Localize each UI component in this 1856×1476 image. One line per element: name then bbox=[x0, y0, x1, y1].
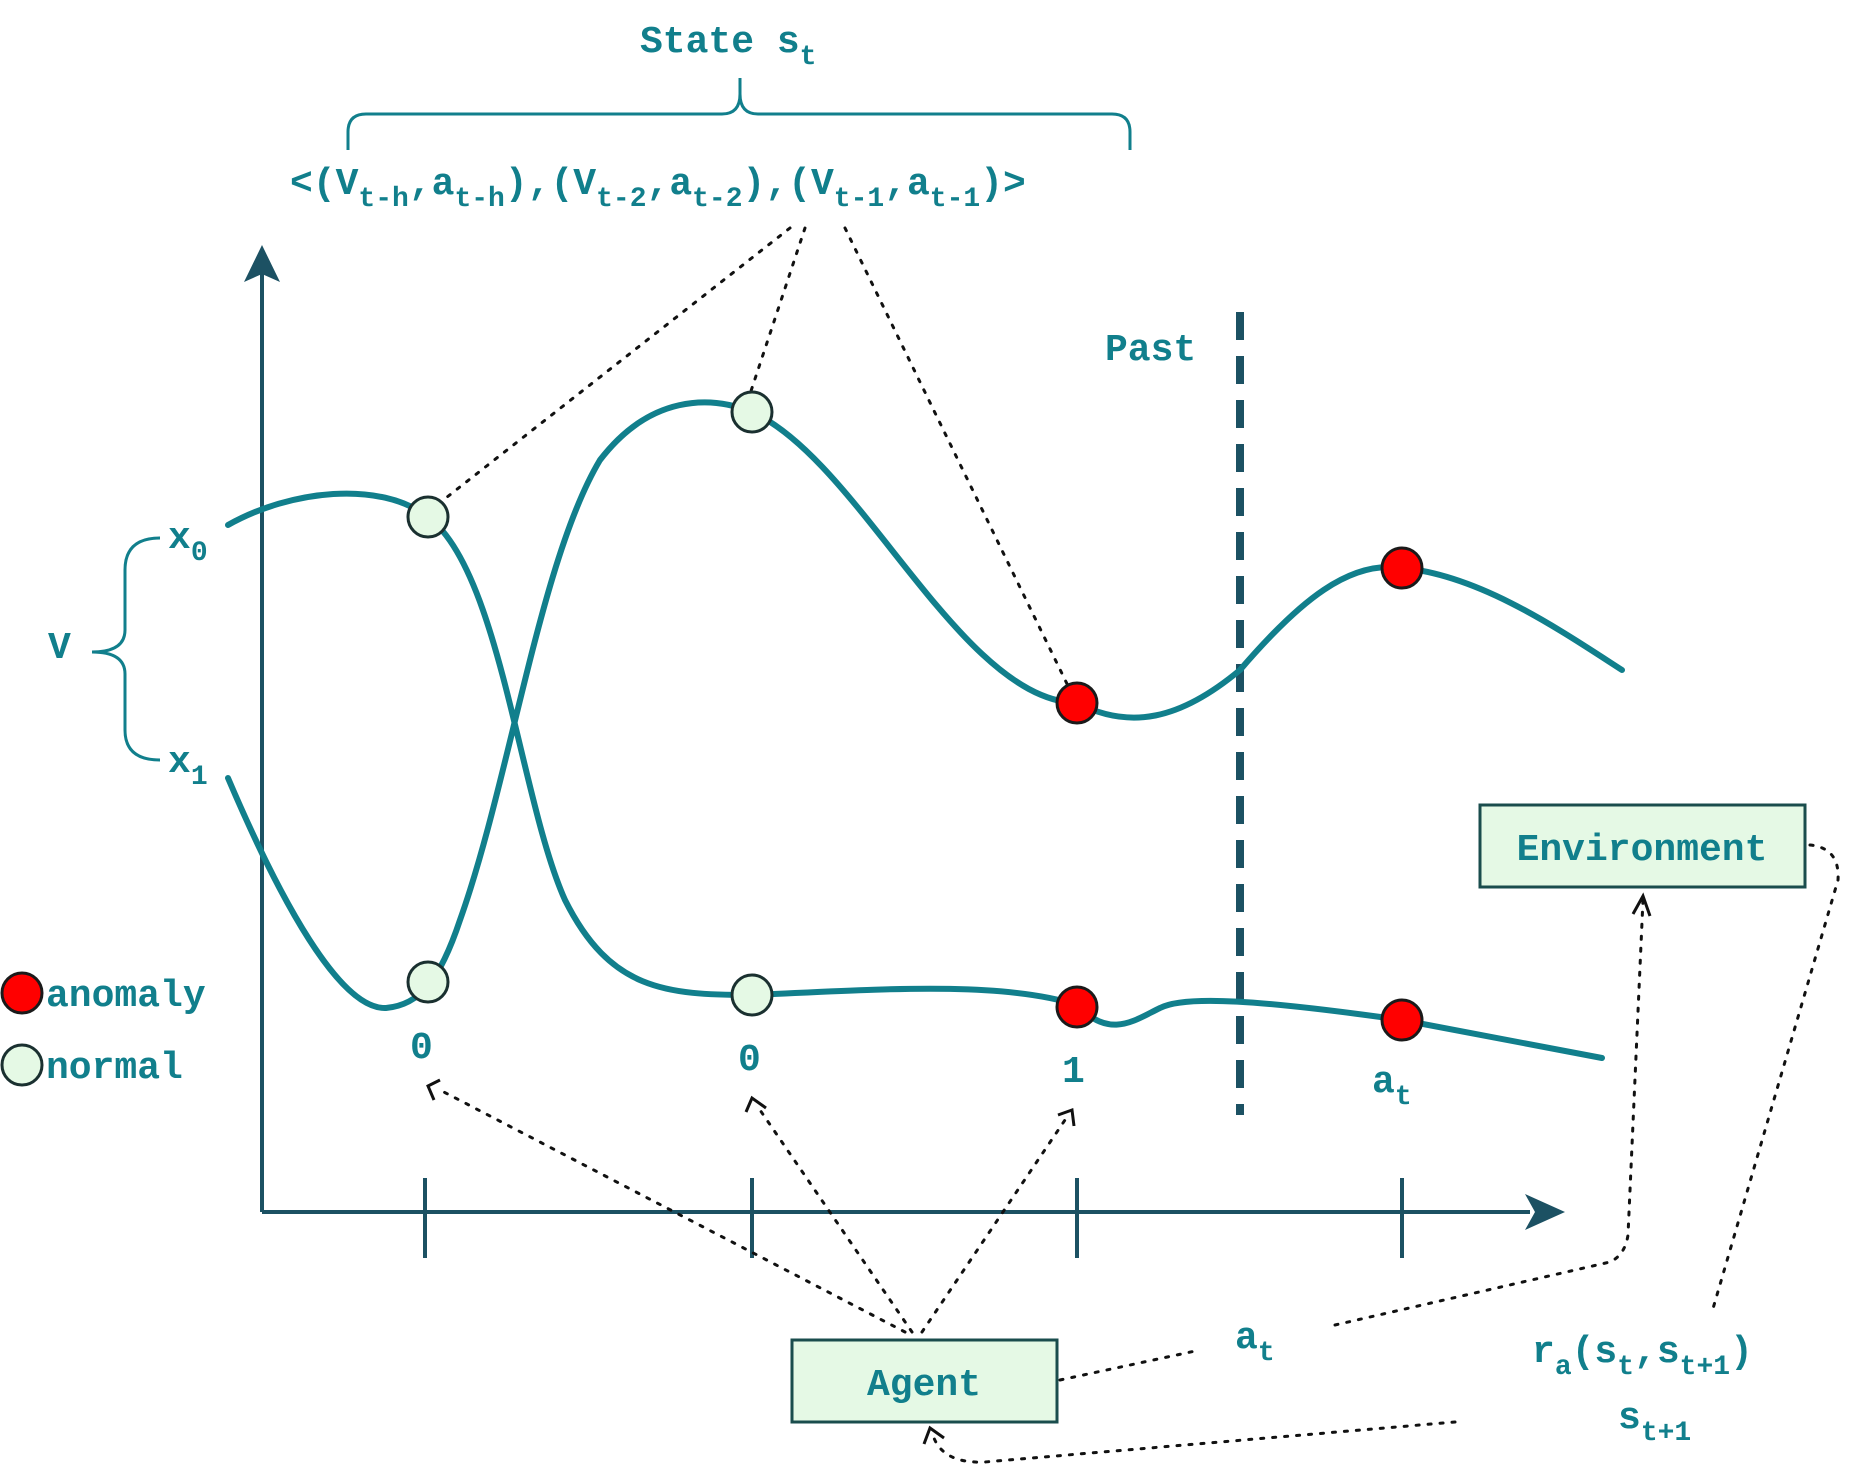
x1-label: x1 bbox=[168, 741, 208, 793]
seq-a-t2: ,a bbox=[647, 163, 693, 206]
y-axis-arrow bbox=[244, 245, 280, 282]
x0-point-anomaly-2 bbox=[1380, 998, 1424, 1042]
seq-v-t2: ),(V bbox=[505, 163, 596, 206]
seq-a-t1-sub: t-1 bbox=[930, 184, 980, 215]
action-to-env-head bbox=[1631, 892, 1652, 917]
state-title-sub: t bbox=[800, 42, 817, 73]
action-label-1: 0 bbox=[410, 1027, 433, 1070]
x1-label-text: x bbox=[168, 741, 191, 784]
variable-group-label: V bbox=[48, 627, 71, 670]
flow-action-label: at bbox=[1235, 1317, 1275, 1369]
seq-a-t2-sub: t-2 bbox=[692, 184, 742, 215]
flow-next-state-text: s bbox=[1618, 1397, 1641, 1440]
state-sequence: <(Vt-h,at-h),(Vt-2,at-2),(Vt-1,at-1)> bbox=[290, 163, 1026, 215]
state-brace bbox=[346, 78, 1132, 150]
legend-anomaly-label: anomaly bbox=[46, 975, 206, 1018]
seq-a-th: ,a bbox=[409, 163, 455, 206]
flow-reward-arg-1-sub: t bbox=[1617, 1352, 1634, 1383]
x1-point-anomaly-2 bbox=[1380, 546, 1424, 590]
action-label-4-sub: t bbox=[1395, 1082, 1412, 1113]
agent-to-action-2 bbox=[758, 1108, 914, 1334]
x1-point-anomaly-1 bbox=[1055, 681, 1099, 725]
seq-v-t1-sub: t-1 bbox=[834, 184, 884, 215]
link-seq-to-x0-second bbox=[746, 226, 807, 402]
x0-point-normal-1 bbox=[406, 495, 450, 539]
x1-point-normal-2 bbox=[730, 390, 774, 434]
flow-next-state-sub: t+1 bbox=[1641, 1418, 1691, 1449]
flow-reward-close: ) bbox=[1730, 1331, 1753, 1374]
link-seq-to-x0-third bbox=[843, 226, 1072, 692]
flow-reward-arg-2: ,s bbox=[1634, 1331, 1680, 1374]
seq-v-t2-sub: t-2 bbox=[596, 184, 646, 215]
flow-reward-label: ra(st,st+1) bbox=[1532, 1331, 1753, 1383]
flow-next-state-label: st+1 bbox=[1618, 1397, 1691, 1449]
flow-reward-arg-2-sub: t+1 bbox=[1680, 1352, 1730, 1383]
agent-label: Agent bbox=[867, 1364, 981, 1407]
env-to-reward-line bbox=[1710, 843, 1840, 1314]
agent-to-action-2-head bbox=[744, 1095, 767, 1113]
past-label: Past bbox=[1105, 329, 1196, 372]
x1-label-sub: 1 bbox=[191, 762, 208, 793]
action-to-env-line bbox=[1333, 898, 1645, 1327]
agent-to-action-1-head bbox=[426, 1078, 441, 1101]
next-state-to-agent-head bbox=[922, 1425, 945, 1445]
action-label-4-text: a bbox=[1372, 1061, 1395, 1104]
flow-action-sub: t bbox=[1258, 1338, 1275, 1369]
agent-to-env-action-line bbox=[1058, 1348, 1202, 1382]
series-x1-curve bbox=[225, 399, 1625, 1012]
x0-point-normal-2 bbox=[730, 973, 774, 1017]
agent-box[interactable] bbox=[790, 1338, 1059, 1424]
agent-to-action-3-head bbox=[1057, 1107, 1076, 1127]
flow-reward-arg-1: (s bbox=[1572, 1331, 1618, 1374]
agent-to-action-3 bbox=[920, 1118, 1067, 1334]
x0-label: x0 bbox=[168, 517, 208, 569]
action-label-3: 1 bbox=[1062, 1051, 1085, 1094]
legend-normal-marker bbox=[0, 1043, 44, 1087]
x1-point-normal-1 bbox=[406, 960, 450, 1004]
seq-close: )> bbox=[980, 163, 1026, 206]
seq-a-th-sub: t-h bbox=[454, 184, 504, 215]
seq-a-t1: ,a bbox=[884, 163, 930, 206]
flow-action-text: a bbox=[1235, 1317, 1258, 1360]
x-axis-arrow bbox=[1525, 1194, 1565, 1230]
flow-reward-text: r bbox=[1532, 1331, 1555, 1374]
flow-reward-sub: a bbox=[1555, 1352, 1572, 1383]
x0-point-anomaly-1 bbox=[1055, 985, 1099, 1029]
legend-anomaly-marker bbox=[0, 971, 44, 1015]
next-state-to-agent-line bbox=[930, 1420, 1457, 1464]
seq-v-t1: ),(V bbox=[743, 163, 834, 206]
link-seq-to-x0-first bbox=[426, 226, 792, 514]
seq-v-th-sub: t-h bbox=[358, 184, 408, 215]
state-title-text: State s bbox=[640, 21, 800, 64]
variable-brace bbox=[91, 536, 161, 762]
agent-to-action-1 bbox=[438, 1088, 907, 1334]
legend-normal-label: normal bbox=[46, 1047, 183, 1090]
state-title: State st bbox=[640, 21, 816, 73]
x0-label-sub: 0 bbox=[191, 538, 208, 569]
x0-label-text: x bbox=[168, 517, 191, 560]
action-label-2: 0 bbox=[738, 1039, 761, 1082]
environment-box[interactable] bbox=[1478, 803, 1807, 889]
environment-label: Environment bbox=[1517, 829, 1768, 872]
action-label-4: at bbox=[1372, 1061, 1412, 1113]
seq-v-th: <(V bbox=[290, 163, 359, 206]
